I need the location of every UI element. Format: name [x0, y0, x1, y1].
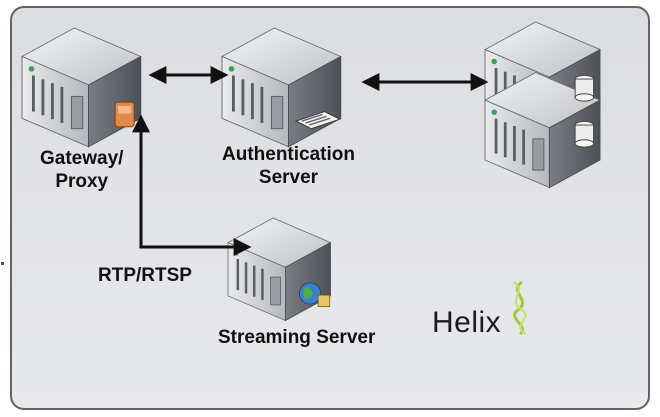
rtp-rtsp-label: RTP/RTSP — [98, 265, 192, 286]
edge-marker — [1, 262, 4, 265]
database-server-icon — [483, 20, 602, 189]
gateway-label-line2: Proxy — [55, 171, 109, 192]
gateway-server-icon — [20, 26, 143, 149]
rtp-rtsp-connector — [132, 114, 252, 256]
disk-icon — [574, 74, 595, 102]
auth-label-line1: Authentication — [222, 144, 355, 165]
firewall-icon — [114, 101, 135, 128]
auth-server-icon — [220, 26, 343, 149]
gateway-label: Gateway/ Proxy — [40, 147, 123, 193]
streaming-server-icon — [226, 216, 332, 322]
streaming-server-label: Streaming Server — [218, 327, 376, 348]
helix-logo-text: Helix — [432, 306, 502, 339]
dna-helix-icon — [513, 280, 527, 336]
gateway-label-line1: Gateway/ — [40, 148, 124, 169]
globe-icon — [298, 282, 331, 307]
auth-server-label: Authentication Server — [222, 143, 355, 189]
keyboard-icon — [294, 111, 342, 130]
auth-label-line2: Server — [258, 167, 319, 188]
